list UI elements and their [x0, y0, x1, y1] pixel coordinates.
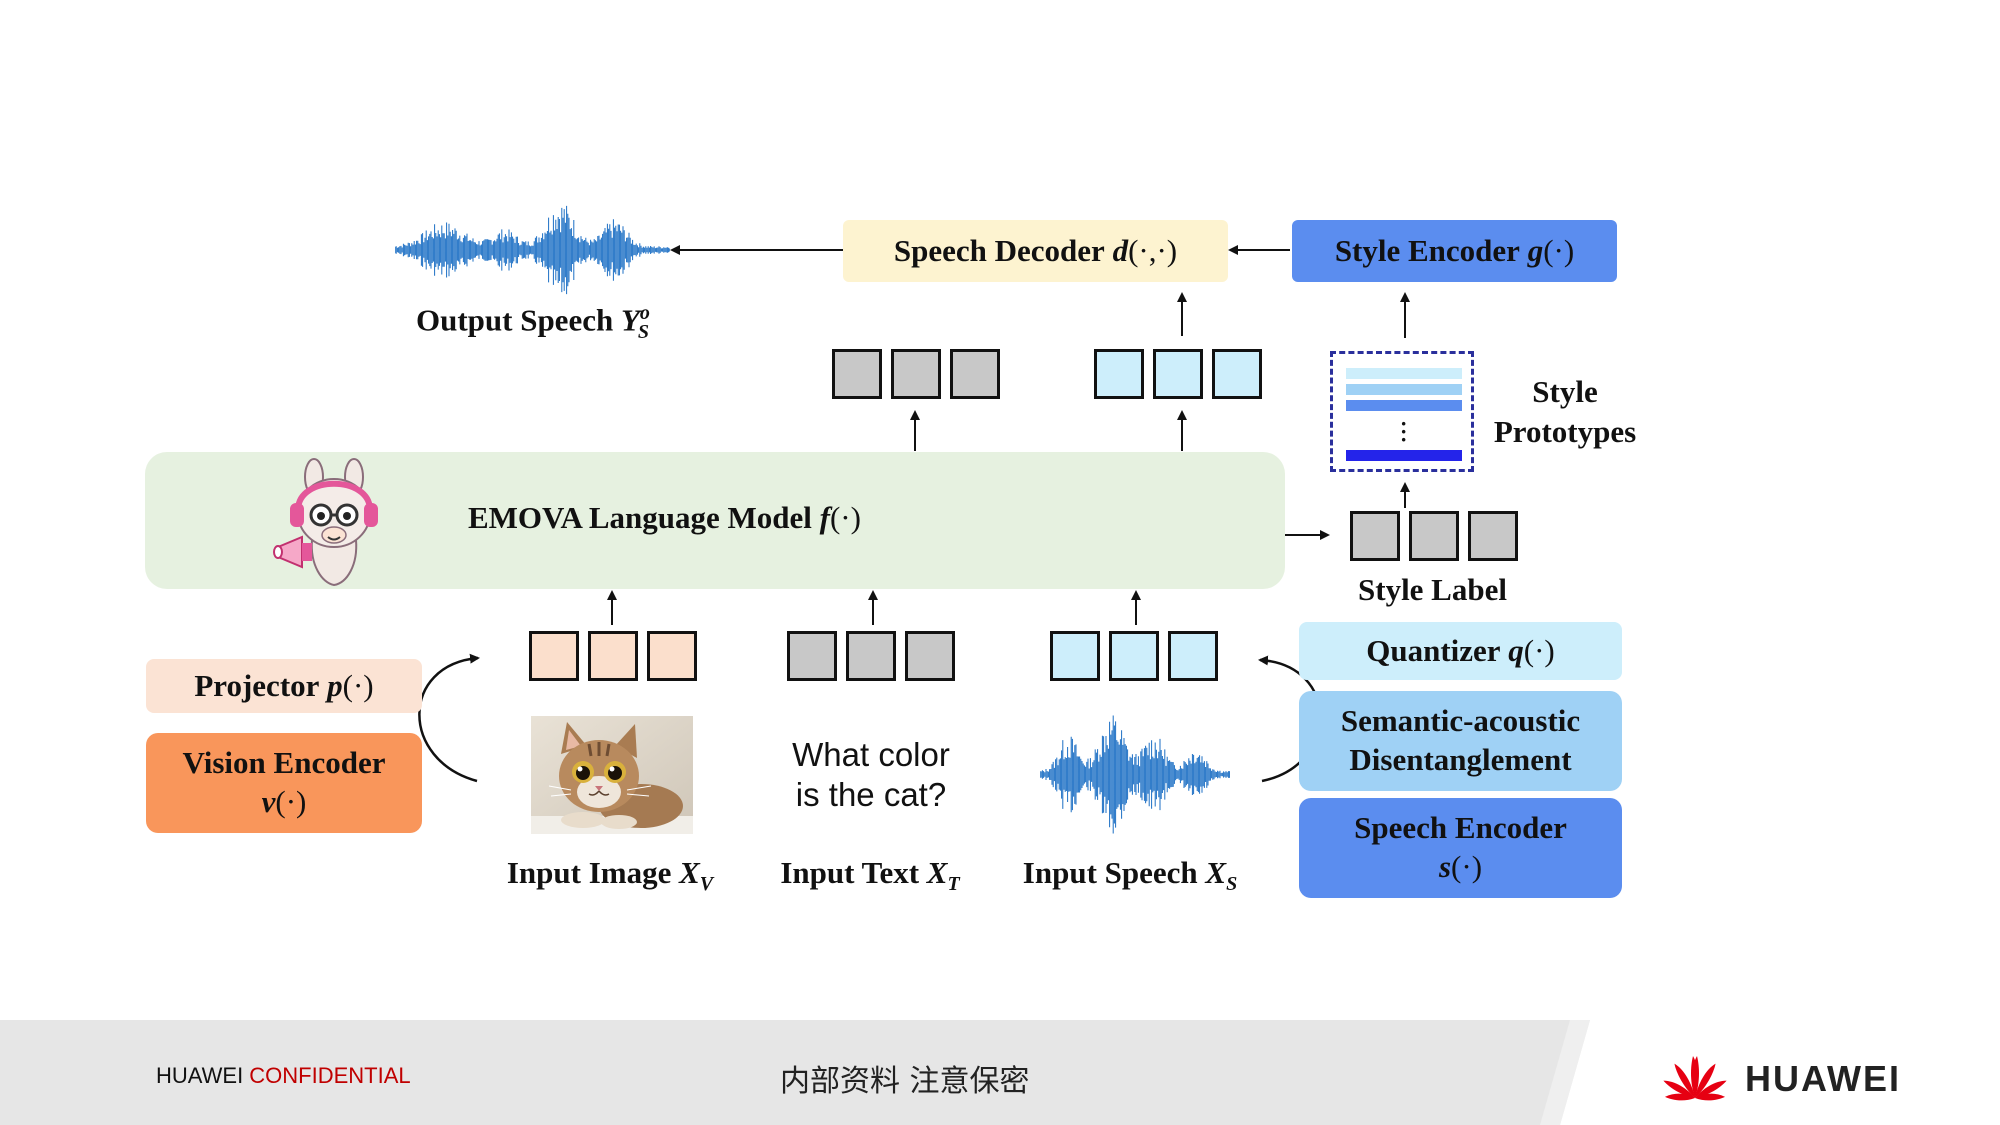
- footer-slash-decoration: [1540, 1020, 2000, 1125]
- style-prototypes-codebook: ···: [1330, 351, 1474, 472]
- output-speech-waveform: [395, 205, 670, 295]
- style-label-text: Style Label: [1358, 572, 1507, 607]
- output-speech-token: [1212, 349, 1262, 399]
- speech-encoder-box: Speech Encoder s(·): [1299, 798, 1622, 898]
- input-speech-waveform: [1040, 715, 1230, 834]
- input-speech-label: Input Speech XS: [1022, 855, 1238, 896]
- footer-brand: HUAWEI: [1745, 1058, 1901, 1099]
- style-label-token: [1350, 511, 1400, 561]
- speech-decoder-box: Speech Decoder d(·,·): [843, 220, 1228, 282]
- output-speech-label: Output Speech YoS: [415, 302, 650, 343]
- input-cat-image: [531, 716, 693, 834]
- input-text-label: Input Text XT: [780, 855, 960, 896]
- output-text-token: [950, 349, 1000, 399]
- output-text-token: [891, 349, 941, 399]
- output-text-token: [832, 349, 882, 399]
- huawei-logo-icon: [1663, 1056, 1727, 1101]
- style-label-token: [1409, 511, 1459, 561]
- style-label-token: [1468, 511, 1518, 561]
- emova-mascot-icon: [273, 458, 378, 587]
- quantizer-box: Quantizer q(·): [1299, 622, 1622, 680]
- speech-token: [1050, 631, 1100, 681]
- style-prototypes-label: Style Prototypes: [1493, 374, 1637, 449]
- text-token: [846, 631, 896, 681]
- output-speech-token: [1153, 349, 1203, 399]
- language-model-label: EMOVA Language Model f(·): [468, 500, 861, 535]
- image-token: [647, 631, 697, 681]
- vision-encoder-box: Vision Encoder v(·): [146, 733, 422, 833]
- input-question-text: What color is the cat?: [792, 736, 950, 813]
- text-token: [905, 631, 955, 681]
- footer-confidential: HUAWEI CONFIDENTIAL: [156, 1063, 411, 1088]
- speech-token: [1109, 631, 1159, 681]
- semantic-acoustic-disentanglement-box: Semantic-acoustic Disentanglement: [1299, 691, 1622, 791]
- image-token: [529, 631, 579, 681]
- projector-box: Projector p(·): [146, 659, 422, 713]
- image-token: [588, 631, 638, 681]
- style-encoder-box: Style Encoder g(·): [1292, 220, 1617, 282]
- footer-center-notice: 内部资料 注意保密: [780, 1064, 1030, 1099]
- text-token: [787, 631, 837, 681]
- input-image-label: Input Image XV: [506, 855, 714, 896]
- output-speech-token: [1094, 349, 1144, 399]
- speech-token: [1168, 631, 1218, 681]
